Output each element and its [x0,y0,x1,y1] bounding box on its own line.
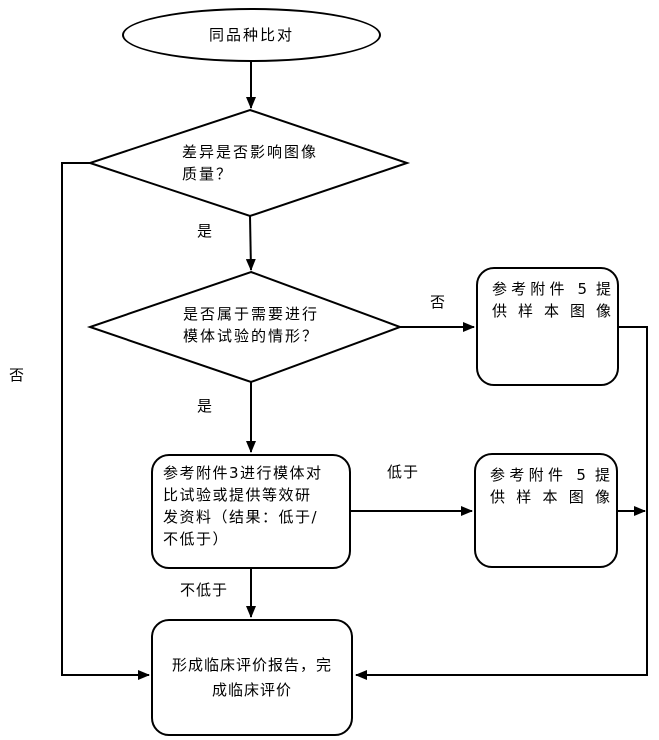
sample-image-upper-label: 参考附件 5 提 供样本图像 [492,280,611,320]
decision-image-quality-label: 差异是否影响图像 质量？ [182,143,319,183]
sample-image-upper-node: 参考附件 5 提 供样本图像 [476,267,619,386]
sample-image-lower-node: 参考附件 5 提 供样本图像 [474,453,618,568]
edge-sample-upper-to-final [355,326,648,680]
edge-label-phantom-no: 否 [430,291,447,312]
start-node-label: 同品种比对 [208,26,294,44]
phantom-comparison-node: 参考附件3进行模体对 比试验或提供等效研 发资料（结果：低于/ 不低于） [151,454,351,569]
final-evaluation-node: 形成临床评价报告，完 成临床评价 [151,619,353,736]
phantom-comparison-label: 参考附件3进行模体对 比试验或提供等效研 发资料（结果：低于/ 不低于） [163,464,323,548]
start-node: 同品种比对 [122,8,381,62]
decision-phantom-needed-label: 是否属于需要进行 模体试验的情形？ [183,305,320,345]
edge-quality-no [61,162,150,680]
edge-label-result-not-lower: 不低于 [180,579,229,600]
final-evaluation-label: 形成临床评价报告，完 成临床评价 [171,655,332,699]
decision-image-quality-shape [86,108,411,218]
edge-label-result-lower: 低于 [387,461,420,482]
edge-quality-yes [245,215,256,271]
decision-phantom-needed-shape [86,270,403,384]
edge-label-quality-no: 否 [9,364,26,385]
edge-label-quality-yes: 是 [197,220,214,241]
sample-image-lower-label: 参考附件 5 提 供样本图像 [490,466,610,506]
edge-label-phantom-yes: 是 [197,395,214,416]
